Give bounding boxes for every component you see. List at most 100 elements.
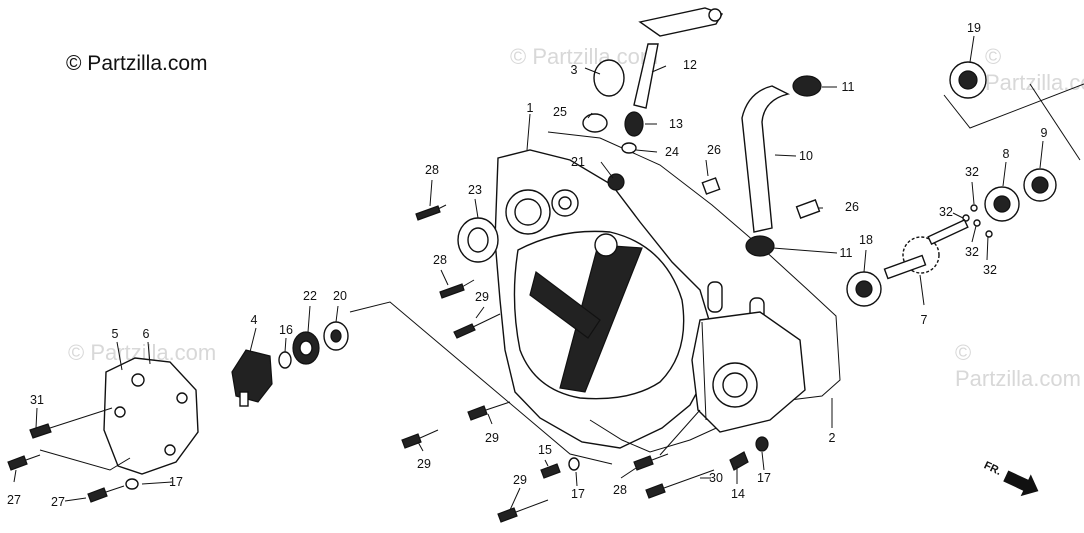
leader-line (39, 449, 131, 471)
callout-19: 19 (967, 21, 981, 35)
bolt-30 (645, 469, 715, 499)
plug (607, 173, 625, 191)
callout-17: 17 (571, 487, 585, 501)
bolt-29 (467, 401, 511, 421)
callout-26: 26 (845, 200, 859, 214)
bearing-19 (949, 61, 987, 99)
callout-32: 32 (939, 205, 953, 219)
callout-11: 11 (840, 246, 853, 260)
pump-cover (103, 357, 199, 475)
bolt-28 (439, 279, 475, 299)
washer-17 (568, 457, 580, 471)
cover-gasket (547, 131, 841, 453)
washer (621, 142, 637, 154)
callout-25: 25 (553, 105, 567, 119)
callout-32: 32 (983, 263, 997, 277)
callout-6: 6 (143, 327, 150, 341)
callout-29: 29 (417, 457, 431, 471)
dowel-pin (795, 199, 821, 219)
callout-2: 2 (829, 431, 836, 445)
callout-8: 8 (1003, 147, 1010, 161)
callout-9: 9 (1041, 126, 1048, 140)
bolt-28 (415, 204, 447, 221)
seal-8 (984, 186, 1020, 222)
callout-22: 22 (303, 289, 317, 303)
callout-1: 1 (527, 101, 534, 115)
washer-17 (125, 478, 139, 490)
oil-filler-cap (593, 59, 625, 97)
callout-16: 16 (279, 323, 293, 337)
seal-9 (1023, 168, 1057, 202)
callout-32: 32 (965, 165, 979, 179)
hose-clamp (745, 235, 775, 257)
svg-text:FR.: FR. (982, 459, 1003, 477)
copyright-notice: © Partzilla.com (66, 52, 208, 75)
leader-line (349, 301, 613, 465)
pump-shaft-gear (883, 218, 969, 280)
callout-27: 27 (51, 495, 65, 509)
dowel-pin (701, 177, 721, 195)
callout-21: 21 (571, 155, 585, 169)
callout-23: 23 (468, 183, 482, 197)
ball (973, 219, 981, 227)
callout-3: 3 (571, 63, 578, 77)
callout-10: 10 (799, 149, 813, 163)
callout-18: 18 (859, 233, 873, 247)
right-crankcase-cover (494, 149, 765, 449)
bearing-22 (292, 331, 320, 365)
bolt-27 (87, 485, 125, 503)
callout-30: 30 (709, 471, 723, 485)
washer-17 (755, 436, 769, 452)
callout-26: 26 (707, 143, 721, 157)
bolt-29 (497, 499, 549, 523)
callout-4: 4 (251, 313, 258, 327)
callout-27: 27 (7, 493, 21, 507)
bolt-29 (453, 313, 501, 339)
bolt-27 (7, 454, 41, 471)
callout-12: 12 (683, 58, 697, 72)
callout-7: 7 (921, 313, 928, 327)
front-direction-arrow: FR. (982, 459, 1039, 497)
ball (985, 230, 993, 238)
callout-17: 17 (169, 475, 183, 489)
washer-16 (278, 351, 292, 369)
callout-24: 24 (665, 145, 679, 159)
callout-13: 13 (669, 117, 683, 131)
drain-bolt-14 (729, 451, 749, 471)
leader-bracket (943, 83, 1084, 129)
callout-17: 17 (757, 471, 771, 485)
bolt-15 (540, 463, 561, 479)
seal-20 (323, 321, 349, 351)
callout-29: 29 (485, 431, 499, 445)
spring (624, 111, 644, 137)
water-hose (741, 85, 791, 233)
callout-32: 32 (965, 245, 979, 259)
leader-line (659, 409, 701, 456)
callout-31: 31 (30, 393, 44, 407)
watermark: © Partzilla.com (955, 340, 1081, 391)
callout-20: 20 (333, 289, 347, 303)
callout-29: 29 (475, 290, 489, 304)
callout-28: 28 (613, 483, 627, 497)
pump-housing (691, 311, 806, 433)
callout-15: 15 (538, 443, 552, 457)
watermark: © Partzilla.com (510, 44, 659, 69)
seal-23 (457, 217, 499, 263)
bearing-18 (846, 271, 882, 307)
bolt-31 (29, 407, 113, 439)
hose-clamp (792, 75, 822, 97)
callout-28: 28 (433, 253, 447, 267)
leader-bracket (1029, 83, 1081, 161)
callout-11: 11 (842, 80, 855, 94)
callout-29: 29 (513, 473, 527, 487)
bolt-29 (401, 429, 439, 449)
bolt-28 (633, 453, 669, 471)
callout-5: 5 (112, 327, 119, 341)
callout-14: 14 (731, 487, 745, 501)
leader-ticks (13, 35, 1044, 511)
kick-shaft (633, 7, 724, 109)
ball (970, 204, 978, 212)
o-ring (582, 113, 608, 133)
